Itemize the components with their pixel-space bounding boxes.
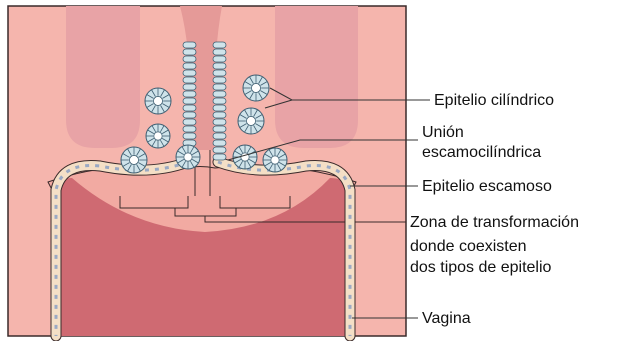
gland-rosette — [263, 148, 287, 172]
label-transformation-zone-line1: Zona de transformación — [410, 214, 579, 231]
columnar-cell — [213, 105, 226, 111]
gland-rosette — [233, 145, 257, 169]
label-vagina: Vagina — [422, 310, 471, 327]
columnar-cell — [183, 98, 196, 104]
label-junction-line2: escamocilíndrica — [422, 144, 541, 161]
left-gland-lobe — [66, 6, 140, 148]
columnar-cell — [183, 49, 196, 55]
columnar-cell — [213, 42, 226, 48]
columnar-cell — [213, 91, 226, 97]
columnar-cell — [213, 70, 226, 76]
columnar-cell — [183, 77, 196, 83]
columnar-cell — [183, 119, 196, 125]
columnar-cell — [213, 154, 226, 160]
columnar-cell — [213, 84, 226, 90]
columnar-cell — [183, 84, 196, 90]
columnar-cell — [213, 147, 226, 153]
columnar-cell — [213, 98, 226, 104]
columnar-cell — [213, 49, 226, 55]
columnar-cell — [183, 105, 196, 111]
label-transformation-zone-line2: donde coexisten — [410, 238, 527, 255]
gland-rosette — [145, 88, 171, 114]
columnar-cell — [213, 56, 226, 62]
label-columnar-epithelium: Epitelio cilíndrico — [434, 92, 554, 109]
columnar-cell — [183, 63, 196, 69]
gland-rosette — [176, 145, 200, 169]
gland-rosette — [238, 108, 264, 134]
columnar-cell — [183, 56, 196, 62]
gland-rosette — [146, 124, 170, 148]
label-junction-line1: Unión — [422, 124, 464, 141]
label-squamous-epithelium: Epitelio escamoso — [422, 178, 552, 195]
columnar-cell — [213, 119, 226, 125]
columnar-cell — [213, 133, 226, 139]
right-gland-lobe — [275, 6, 358, 148]
columnar-cell — [183, 112, 196, 118]
label-transformation-zone-line3: dos tipos de epitelio — [410, 259, 552, 276]
gland-rosette — [121, 147, 147, 173]
columnar-cell — [183, 70, 196, 76]
columnar-cell — [213, 63, 226, 69]
columnar-cell — [183, 133, 196, 139]
columnar-cell — [183, 91, 196, 97]
columnar-cell — [213, 112, 226, 118]
columnar-cell — [213, 77, 226, 83]
columnar-cell — [183, 42, 196, 48]
columnar-cell — [183, 126, 196, 132]
columnar-cell — [213, 126, 226, 132]
gland-rosette — [243, 75, 269, 101]
columnar-cell — [213, 140, 226, 146]
